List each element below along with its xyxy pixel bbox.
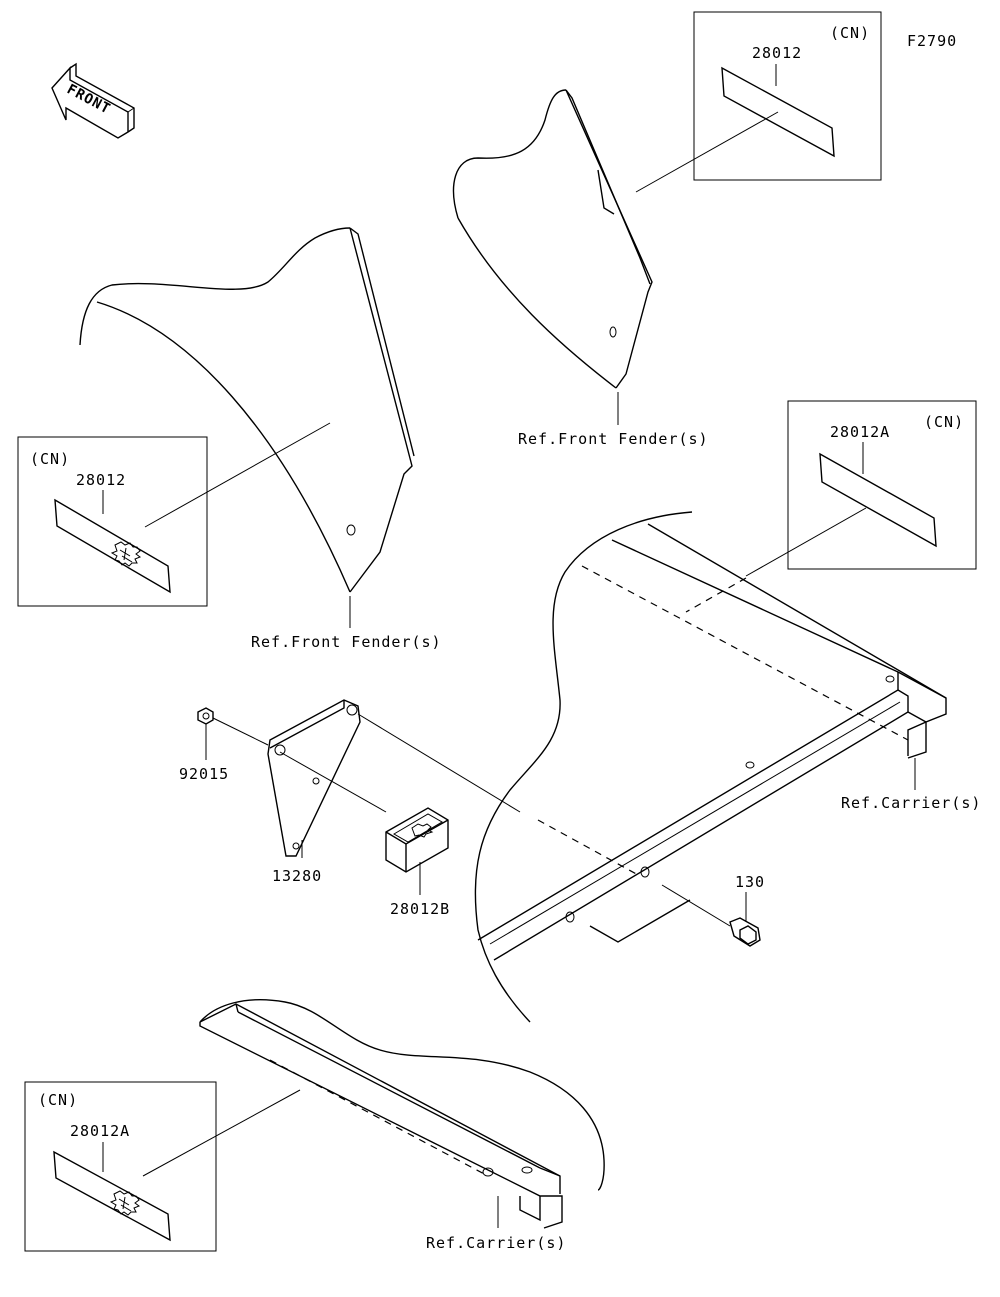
ref-front-fender-left: Ref.Front Fender(s) bbox=[251, 633, 442, 651]
sticker-print-icon bbox=[110, 541, 142, 567]
sticker-print-icon bbox=[109, 1190, 141, 1216]
part-number-13280: 13280 bbox=[272, 867, 322, 885]
cn-label-bottom: (CN) bbox=[38, 1091, 78, 1109]
ref-carrier-bottom: Ref.Carrier(s) bbox=[426, 1234, 566, 1252]
cn-label-left: (CN) bbox=[30, 450, 70, 468]
label-sticker-28012A-bottom bbox=[53, 1150, 171, 1242]
label-sticker-28012-left bbox=[54, 498, 171, 594]
part-number-28012-top: 28012 bbox=[752, 44, 802, 62]
part-number-28012A-bottom: 28012A bbox=[70, 1122, 130, 1140]
cn-box-right: (CN) 28012A bbox=[745, 400, 977, 577]
nut-92015-icon bbox=[197, 707, 214, 725]
bracket-assembly: 92015 13280 28012B bbox=[179, 699, 521, 918]
part-number-28012A-right: 28012A bbox=[830, 423, 890, 441]
label-sticker-28012A-right bbox=[819, 452, 937, 548]
bolt-130-icon: 130 bbox=[661, 873, 765, 947]
cn-box-bottom: (CN) 28012A bbox=[24, 1081, 301, 1252]
figure-code: F2790 bbox=[907, 32, 957, 50]
ref-carrier-right: Ref.Carrier(s) bbox=[841, 794, 981, 812]
front-arrow-icon: FRONT bbox=[51, 62, 135, 139]
cn-box-top: (CN) 28012 bbox=[635, 11, 882, 193]
label-28012B-icon bbox=[385, 807, 449, 873]
bracket-13280-icon bbox=[267, 699, 361, 857]
cn-label-top: (CN) bbox=[830, 24, 870, 42]
part-number-28012B: 28012B bbox=[390, 900, 450, 918]
part-number-28012-left: 28012 bbox=[76, 471, 126, 489]
part-number-130: 130 bbox=[735, 873, 765, 891]
cn-label-right: (CN) bbox=[924, 413, 964, 431]
front-fender-top: Ref.Front Fender(s) bbox=[452, 89, 709, 448]
cn-box-left: (CN) 28012 bbox=[17, 422, 331, 607]
carrier-bottom: Ref.Carrier(s) bbox=[199, 999, 605, 1252]
front-fender-left: Ref.Front Fender(s) bbox=[79, 227, 442, 651]
ref-front-fender-top: Ref.Front Fender(s) bbox=[518, 430, 709, 448]
part-number-92015: 92015 bbox=[179, 765, 229, 783]
carrier-right: Ref.Carrier(s) bbox=[474, 511, 981, 1023]
